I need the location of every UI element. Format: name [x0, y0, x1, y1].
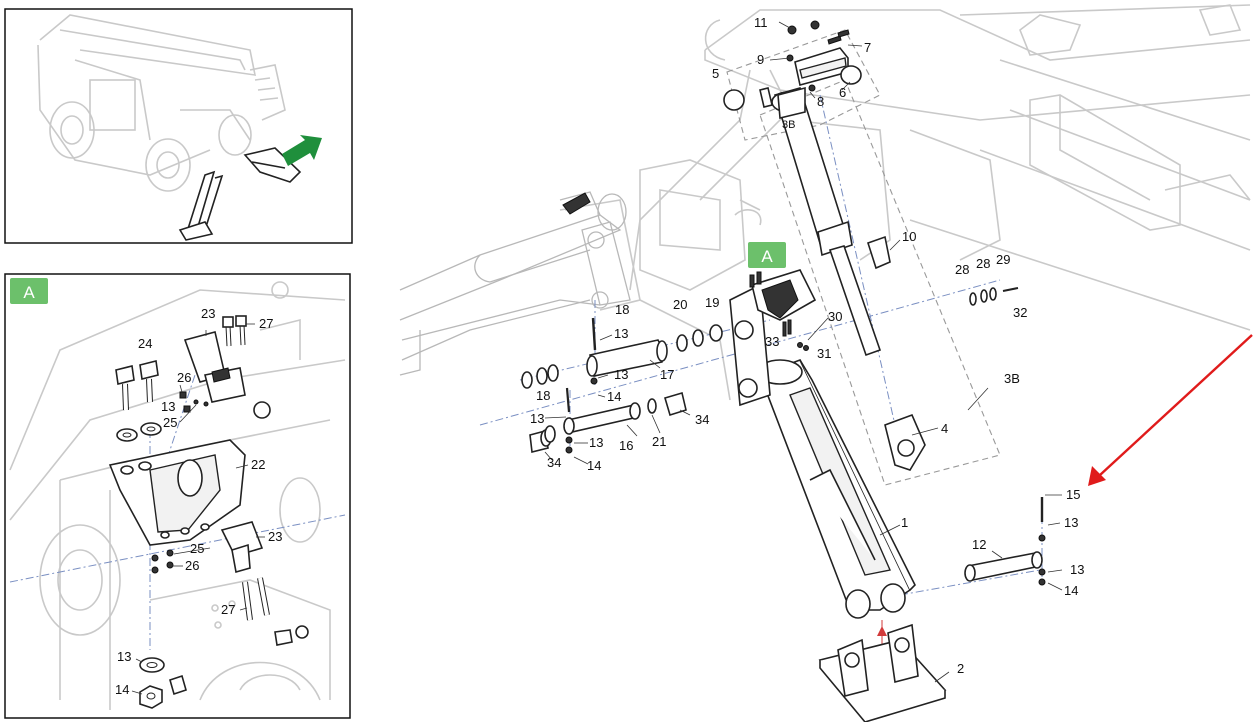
label-33: 33: [765, 334, 779, 349]
main-part-labels: 11 7 9 5 8 6 10 28 28 29 32 18 20 19 30 …: [530, 15, 1084, 676]
label-30: 30: [828, 309, 842, 324]
overview-inset: [4, 8, 353, 244]
label-6: 6: [839, 85, 846, 100]
cylinder-marking-3b: 3B: [782, 119, 795, 131]
top-bracket: [723, 20, 862, 111]
detail-inset-a: A 23 27 24 26 13 25 22 23 25 26 27 13 14: [4, 273, 351, 719]
stabilizer-arm-1: [757, 358, 916, 619]
label-d24: 24: [138, 336, 152, 351]
label-d26-a: 26: [177, 370, 191, 385]
label-3b: 3B: [1004, 371, 1020, 386]
label-7: 7: [864, 40, 871, 55]
label-12: 12: [972, 537, 986, 552]
leader-lines: [544, 21, 1063, 683]
label-d14: 14: [115, 682, 129, 697]
label-18-a: 18: [615, 302, 629, 317]
label-d23-b: 23: [268, 529, 282, 544]
hydraulic-cylinder-3b: 3B: [771, 86, 882, 357]
callout-badge-text: A: [761, 247, 773, 266]
label-13-e: 13: [1064, 515, 1078, 530]
label-20: 20: [673, 297, 687, 312]
label-18-b: 18: [536, 388, 550, 403]
label-14-c: 14: [1064, 583, 1078, 598]
green-indicator-arrow: [282, 135, 322, 166]
label-9: 9: [757, 52, 764, 67]
label-28-b: 28: [976, 256, 990, 271]
label-d13-a: 13: [161, 399, 175, 414]
label-13-d: 13: [589, 435, 603, 450]
label-d22: 22: [251, 457, 265, 472]
label-31: 31: [817, 346, 831, 361]
red-pointer-arrow: [1088, 334, 1253, 486]
label-13-c: 13: [530, 411, 544, 426]
group-outline-3b: [759, 79, 1001, 486]
pins-and-bushings: [521, 235, 1046, 586]
label-29: 29: [996, 252, 1010, 267]
label-10: 10: [902, 229, 916, 244]
label-5: 5: [712, 66, 719, 81]
label-21: 21: [652, 434, 666, 449]
center-mount-plate: [729, 269, 817, 407]
label-d27-a: 27: [259, 316, 273, 331]
background-chassis: [559, 4, 1251, 401]
label-d26-b: 26: [185, 558, 199, 573]
label-13-b: 13: [614, 367, 628, 382]
group-outline-5: [726, 29, 881, 141]
label-14-b: 14: [587, 458, 601, 473]
boom-ghost: [399, 191, 631, 376]
label-13-f: 13: [1070, 562, 1084, 577]
label-15: 15: [1066, 487, 1080, 502]
label-13-a: 13: [614, 326, 628, 341]
inset-badge-a[interactable]: A: [10, 278, 48, 304]
label-19: 19: [705, 295, 719, 310]
telehandler-ghost: [37, 14, 286, 192]
label-d23-a: 23: [201, 306, 215, 321]
label-16: 16: [619, 438, 633, 453]
label-d13-b: 13: [117, 649, 131, 664]
label-1: 1: [901, 515, 908, 530]
label-d27-b: 27: [221, 602, 235, 617]
label-8: 8: [817, 94, 824, 109]
label-32: 32: [1013, 305, 1027, 320]
label-d25-a: 25: [163, 415, 177, 430]
callout-badge-a[interactable]: A: [748, 242, 786, 268]
label-d25-b: 25: [190, 541, 204, 556]
label-11: 11: [754, 15, 768, 30]
label-4: 4: [941, 421, 948, 436]
label-2: 2: [957, 661, 964, 676]
label-34-b: 34: [547, 455, 561, 470]
inset-badge-text: A: [23, 283, 35, 302]
stabilizer-foot-2: [818, 623, 947, 722]
label-28-a: 28: [955, 262, 969, 277]
label-14-a: 14: [607, 389, 621, 404]
label-34-a: 34: [695, 412, 709, 427]
label-17: 17: [660, 367, 674, 382]
